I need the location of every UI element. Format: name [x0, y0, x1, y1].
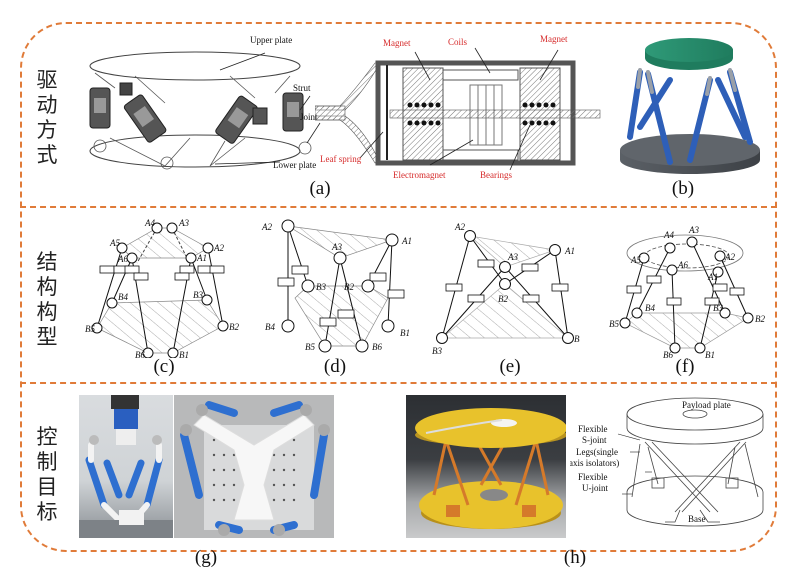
panel-d-structure-diagram: A2 A1 A3 B3 B2 B4 B1 B5 B6 — [261, 219, 412, 353]
panel-h-line-drawing: Payload plate Flexible S-joint Legs(sing… — [570, 397, 764, 527]
label-magnet-right: Magnet — [540, 34, 568, 44]
node-b2 — [217, 320, 229, 332]
label-node-a3: A3 — [178, 218, 189, 228]
label-node-b1: B1 — [574, 334, 580, 344]
caption-c: (c) — [153, 356, 175, 377]
label-base: Base — [688, 514, 706, 524]
label-node-a2: A2 — [454, 222, 465, 232]
node-a6 — [126, 252, 138, 264]
label-lower-plate: Lower plate — [273, 160, 316, 170]
label-leaf-spring: Leaf spring — [320, 154, 362, 164]
label-coils: Coils — [448, 37, 468, 47]
label-node-a3: A3 — [331, 242, 342, 252]
label-node-b1: B1 — [705, 350, 715, 358]
label-flexible-s-1: Flexible — [578, 424, 608, 434]
caption-h: (h) — [563, 547, 587, 568]
label-payload-plate: Payload plate — [682, 400, 731, 410]
label-node-b3: B3 — [713, 303, 723, 313]
caption-g: (g) — [194, 547, 218, 568]
node-b3 — [201, 294, 213, 306]
label-node-a6: A6 — [677, 260, 688, 270]
caption-d: (d) — [323, 356, 347, 377]
node-a2 — [202, 242, 214, 254]
label-node-a4: A4 — [663, 230, 674, 240]
panel-h-photo — [406, 395, 566, 538]
caption-a: (a) — [309, 178, 331, 199]
label-node-a5: A5 — [109, 238, 120, 248]
node-b6 — [142, 347, 154, 358]
label-node-b4: B4 — [118, 292, 128, 302]
label-electromagnet: Electromagnet — [393, 170, 446, 180]
label-legs-1: Legs(single — [576, 447, 618, 457]
label-node-b5: B5 — [85, 324, 95, 334]
node-b4 — [106, 297, 118, 309]
label-node-b2: B2 — [229, 322, 239, 332]
label-upper-plate: Upper plate — [250, 35, 292, 45]
label-node-b5: B5 — [609, 319, 619, 329]
label-flexible-s-2: S-joint — [582, 435, 607, 445]
label-node-b5: B5 — [305, 342, 315, 352]
label-node-a3: A3 — [507, 252, 518, 262]
label-node-b3: B3 — [432, 346, 442, 356]
node-b5 — [91, 322, 103, 334]
label-node-b1: B1 — [400, 328, 410, 338]
label-node-a1: A1 — [564, 246, 575, 256]
node-a1 — [185, 252, 197, 264]
panel-f-structure-diagram: A4 A3 A5 A2 A6 A1 B4 B3 B5 B2 B6 B1 — [609, 225, 765, 358]
label-node-a1: A1 — [401, 236, 412, 246]
label-node-b4: B4 — [645, 303, 655, 313]
row-label-control: 控制目标 — [36, 425, 58, 524]
label-magnet-left: Magnet — [383, 38, 411, 48]
node-a3 — [166, 222, 178, 234]
label-node-a5: A5 — [630, 255, 641, 265]
panel-a-hexapod-diagram: Upper plate Strut Joint Lower plate — [89, 35, 321, 170]
label-node-a1: A1 — [707, 272, 718, 282]
strut-icon — [89, 87, 111, 129]
row-label-structure: 结构构型 — [36, 250, 58, 349]
caption-e: (e) — [499, 356, 521, 377]
node-a4 — [151, 222, 163, 234]
label-flexible-u-1: Flexible — [578, 472, 608, 482]
panel-g-photo-left — [79, 395, 173, 538]
outer-dashed-frame — [20, 22, 777, 552]
label-node-b3: B3 — [316, 282, 326, 292]
label-node-b6: B6 — [135, 350, 145, 358]
panel-c-structure-diagram: A4 A3 A5 A2 A6 A1 B4 B3 B5 B2 B6 B1 — [85, 218, 239, 358]
node-a5 — [116, 242, 128, 254]
label-node-b2: B2 — [498, 294, 508, 304]
label-node-b2: B2 — [344, 282, 354, 292]
label-node-b3: B3 — [193, 290, 203, 300]
row-divider-2 — [20, 382, 777, 384]
label-bearings: Bearings — [480, 170, 512, 180]
label-node-a2: A2 — [724, 252, 735, 262]
label-node-a3: A3 — [688, 225, 699, 235]
label-flexible-u-2: U-joint — [582, 483, 608, 493]
label-node-a6: A6 — [117, 254, 128, 264]
label-node-a2: A2 — [261, 222, 272, 232]
caption-f: (f) — [675, 356, 695, 377]
label-node-a2: A2 — [213, 243, 224, 253]
label-node-b4: B4 — [265, 322, 275, 332]
panel-b-3d-hexapod — [620, 38, 760, 174]
label-node-b6: B6 — [663, 350, 673, 358]
panel-e-structure-diagram: A2 A1 A3 B2 B3 B1 — [432, 222, 580, 356]
label-strut: Strut — [293, 83, 311, 93]
label-node-b2: B2 — [755, 314, 765, 324]
label-node-a4: A4 — [144, 218, 155, 228]
node-b1 — [167, 347, 179, 358]
label-legs-2: axis isolators) — [570, 458, 619, 468]
label-node-a1: A1 — [196, 253, 207, 263]
label-node-b6: B6 — [372, 342, 382, 352]
label-node-b1: B1 — [179, 350, 189, 358]
label-joint: Joint — [300, 112, 318, 122]
caption-b: (b) — [671, 178, 695, 199]
row-label-drive: 驱动方式 — [36, 68, 58, 167]
panel-a-actuator-cross-section: Magnet Coils Magnet Leaf spring Electrom… — [315, 34, 601, 180]
row-divider-1 — [20, 206, 777, 208]
panel-g-photo-right — [174, 395, 334, 538]
